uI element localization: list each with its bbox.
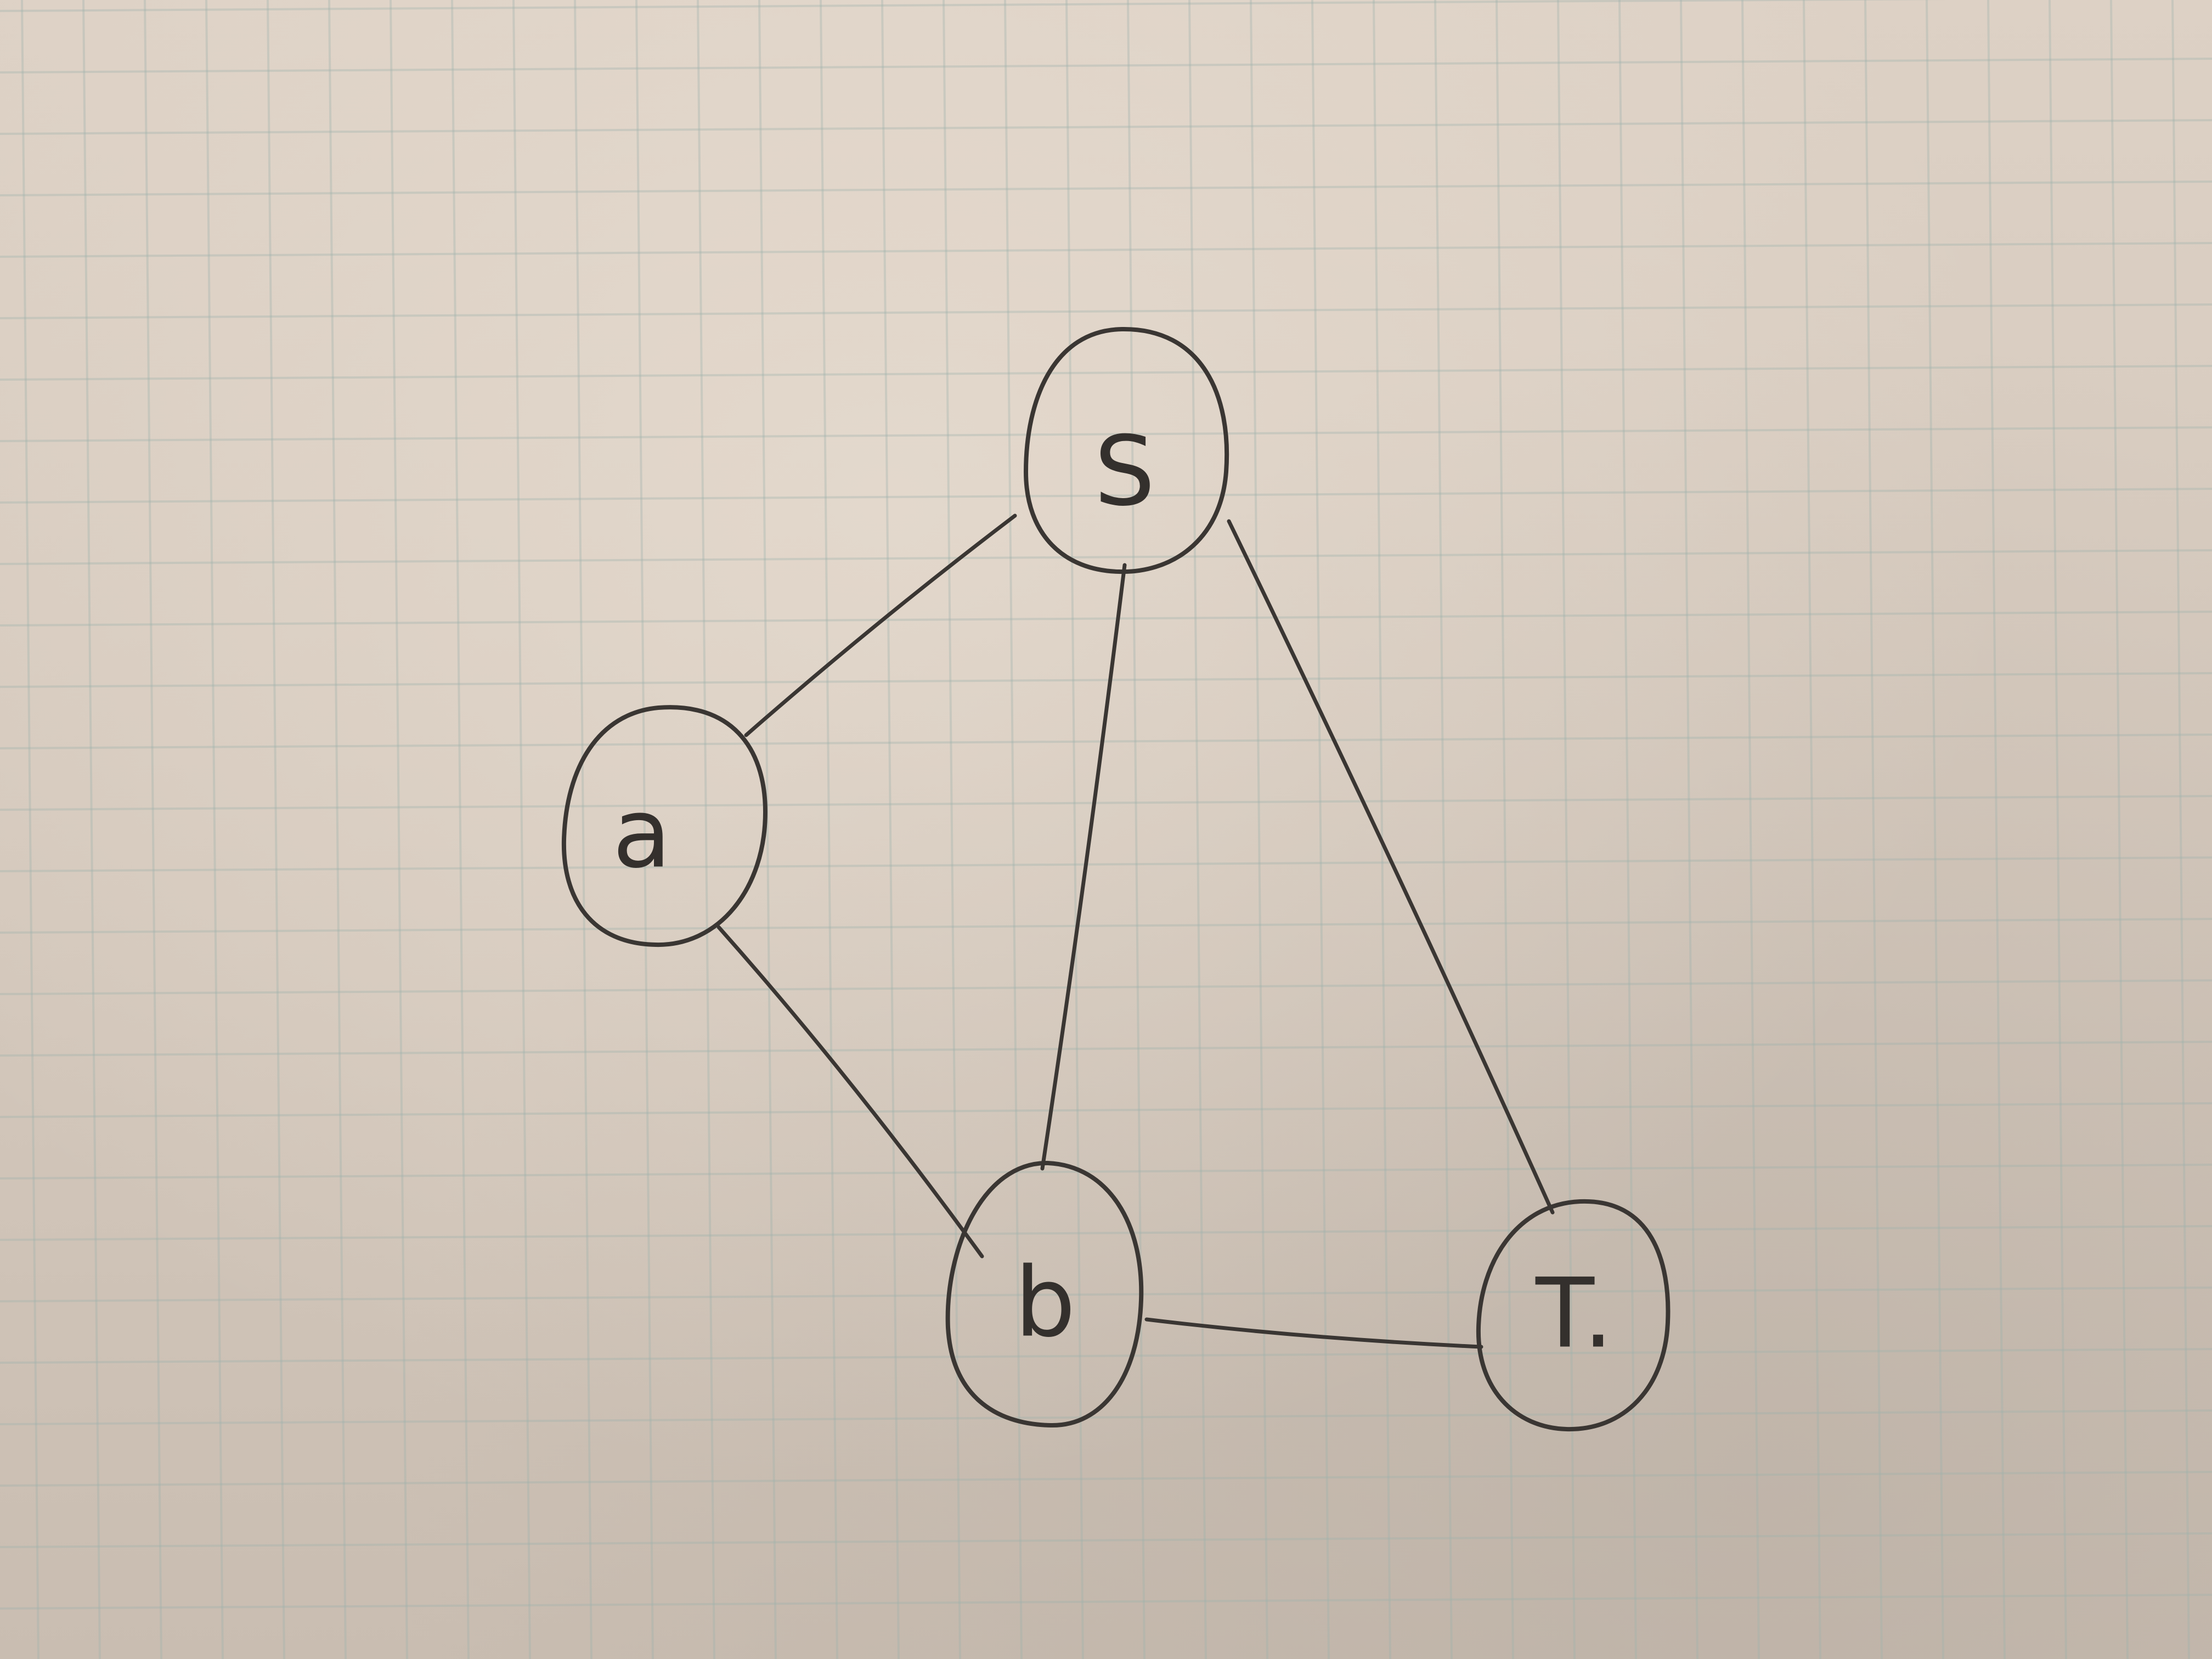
grid-line-vertical [82, 0, 101, 1659]
grid-line-vertical [451, 0, 470, 1659]
grid-line-vertical [1496, 0, 1514, 1659]
node-t-label: T. [1535, 1259, 1613, 1370]
grid-line-vertical [881, 0, 900, 1659]
grid-line-vertical [1004, 0, 1023, 1659]
grid-line-horizontal [0, 795, 2212, 811]
node-b: b [945, 1160, 1144, 1428]
node-a: a [561, 705, 768, 947]
grid-line-horizontal [0, 0, 1947, 12]
grid-line-horizontal [0, 1102, 2212, 1118]
node-b-circle [945, 1160, 1144, 1428]
grid-line-vertical [1250, 0, 1268, 1659]
grid-line-horizontal [0, 979, 2212, 995]
grid-line-horizontal [0, 856, 2212, 872]
grid-line-vertical [1803, 0, 1821, 1659]
node-s-circle [1023, 326, 1229, 574]
grid-line-vertical [144, 0, 162, 1659]
grid-line-horizontal [0, 365, 2212, 381]
grid-line-vertical [1680, 0, 1699, 1659]
grid-line-horizontal [0, 611, 2212, 627]
grid-line-vertical [697, 0, 715, 1659]
grid-line-horizontal [0, 1286, 2212, 1302]
grid-line-horizontal [0, 918, 2212, 934]
node-s-label: S [1094, 416, 1155, 528]
grid-line-horizontal [0, 1594, 2212, 1610]
node-a-circle [561, 705, 768, 947]
grid-line-vertical [2049, 0, 2067, 1659]
grid-line-horizontal [0, 303, 2212, 319]
grid-line-vertical [21, 0, 40, 1659]
grid-line-horizontal [0, 733, 2212, 749]
graph-nodes: S a b T. [561, 326, 1671, 1432]
grid-line-vertical [2171, 0, 2190, 1659]
node-a-label: a [612, 778, 671, 890]
grid-line-horizontal [0, 1409, 2212, 1425]
grid-line-vertical [943, 0, 961, 1659]
grid-line-horizontal [0, 1041, 2212, 1057]
grid-line-horizontal [0, 1471, 2212, 1487]
edge-s-b [1040, 563, 1127, 1171]
grid-line-vertical [267, 0, 285, 1659]
grid-line-horizontal [0, 488, 2212, 504]
node-b-label: b [1014, 1248, 1075, 1359]
grid-line-horizontal [0, 426, 2212, 442]
grid-line-vertical [512, 0, 531, 1659]
grid-line-vertical [1127, 0, 1146, 1659]
grid-line-vertical [1557, 0, 1576, 1659]
grid-line-horizontal [0, 549, 2212, 565]
node-t-circle [1476, 1199, 1671, 1432]
grid-line-vertical [1311, 0, 1330, 1659]
grid-line-vertical [390, 0, 408, 1659]
grid-line-horizontal [0, 672, 2212, 688]
grid-line-horizontal [0, 119, 2212, 135]
node-s: S [1023, 326, 1229, 574]
node-t: T. [1476, 1199, 1671, 1432]
edge-s-a [744, 514, 1017, 737]
grid-line-vertical [1987, 0, 2006, 1659]
grid-line-vertical [1188, 0, 1207, 1659]
grid-line-horizontal [0, 180, 2212, 196]
grid-line-horizontal [0, 58, 2212, 74]
grid-line-horizontal [0, 242, 2212, 258]
grid-line-vertical [2110, 0, 2129, 1659]
grid-line-horizontal [0, 1348, 2212, 1364]
grid-line-vertical [1373, 0, 1391, 1659]
grid-line-vertical [1434, 0, 1453, 1659]
edge-s-t [1227, 519, 1555, 1215]
grid-line-vertical [205, 0, 224, 1659]
grid-line-vertical [1618, 0, 1637, 1659]
grid-line-horizontal [0, 1225, 2212, 1241]
grid-line-vertical [758, 0, 777, 1659]
grid-line-vertical [1065, 0, 1084, 1659]
edge-a-b [716, 925, 984, 1259]
grid-line-horizontal [0, 1532, 2212, 1548]
grid-line-vertical [1741, 0, 1760, 1659]
grid-line-vertical [1864, 0, 1883, 1659]
grid-line-vertical [1926, 0, 1944, 1659]
grid-line-vertical [574, 0, 592, 1659]
grid-line-vertical [635, 0, 654, 1659]
grid-line-vertical [328, 0, 347, 1659]
grid-line-vertical [820, 0, 838, 1659]
edge-b-t [1144, 1317, 1483, 1349]
graph-edges [716, 514, 1555, 1349]
grid-line-horizontal [0, 1164, 2212, 1180]
